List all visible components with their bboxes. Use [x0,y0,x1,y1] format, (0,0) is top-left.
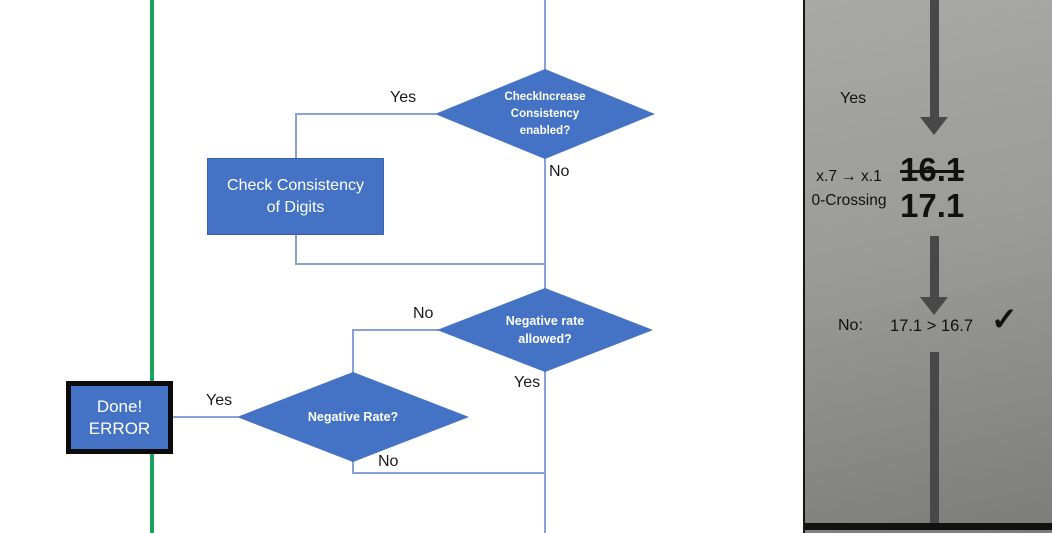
panel-result-comparison: 17.1 > 16.7 [890,317,974,335]
label-no-decision2: No [413,305,434,322]
connector-process-down [295,234,297,265]
panel-old-value-strikethrough: 16.1 [900,151,965,188]
panel-rule-note: x.7 → x.1 0-Crossing [811,168,887,209]
decision-checkincrease-label: CheckIncrease Consistency enabled? [504,90,586,137]
label-yes-decision1: Yes [390,89,417,106]
down-arrow-1-shaft [930,0,939,117]
decision-checkincrease-consistency: CheckIncrease Consistency enabled? [435,69,655,159]
process-label: Check Consistency of Digits [227,176,364,216]
down-arrow-2-shaft [930,236,939,297]
decision-negative-rate-allowed-label: Negative rate allowed? [505,314,585,346]
side-annotation-panel: Yes x.7 → x.1 0-Crossing 16.1 17.1 No: 1… [803,0,1052,533]
connector-decision1-no-down [544,158,546,289]
green-divider-line [150,0,154,533]
label-yes-decision3: Yes [206,392,233,409]
process-check-consistency-of-digits: Check Consistency of Digits [207,158,384,235]
connector-decision2-yes-down [544,371,546,533]
terminator-label: Done! ERROR [88,396,151,438]
decision-negative-rate-label: Negative Rate? [307,410,399,424]
down-arrow-1-head [920,117,948,135]
label-no-decision1: No [549,163,570,180]
connector-top-into-decision1 [544,0,546,70]
connector-decision2-no-horizontal [352,329,439,331]
down-arrow-3-shaft [930,352,939,523]
label-no-decision3: No [378,453,399,470]
decision-negative-rate-allowed: Negative rate allowed? [437,288,653,372]
terminator-done-error: Done! ERROR [66,381,173,454]
panel-bottom-border [805,523,1052,530]
decision-negative-rate: Negative Rate? [237,372,469,462]
connector-no-down-into-decision3 [352,329,354,373]
connector-decision1-yes-horizontal [295,113,436,115]
panel-result-label: No: [838,317,863,334]
connector-decision3-yes-to-done [173,416,238,418]
down-arrow-2-head [920,297,948,315]
label-yes-decision2: Yes [514,374,541,391]
panel-new-value: 17.1 [900,187,965,224]
checkmark-icon: ✓ [991,301,1018,337]
connector-decision3-no-down [352,461,354,474]
connector-decision3-no-join-main [352,472,546,474]
connector-yes-down-into-process [295,113,297,159]
panel-yes-label: Yes [840,90,867,107]
panel-values: 16.1 17.1 [900,152,964,224]
connector-process-join-main [295,263,546,265]
